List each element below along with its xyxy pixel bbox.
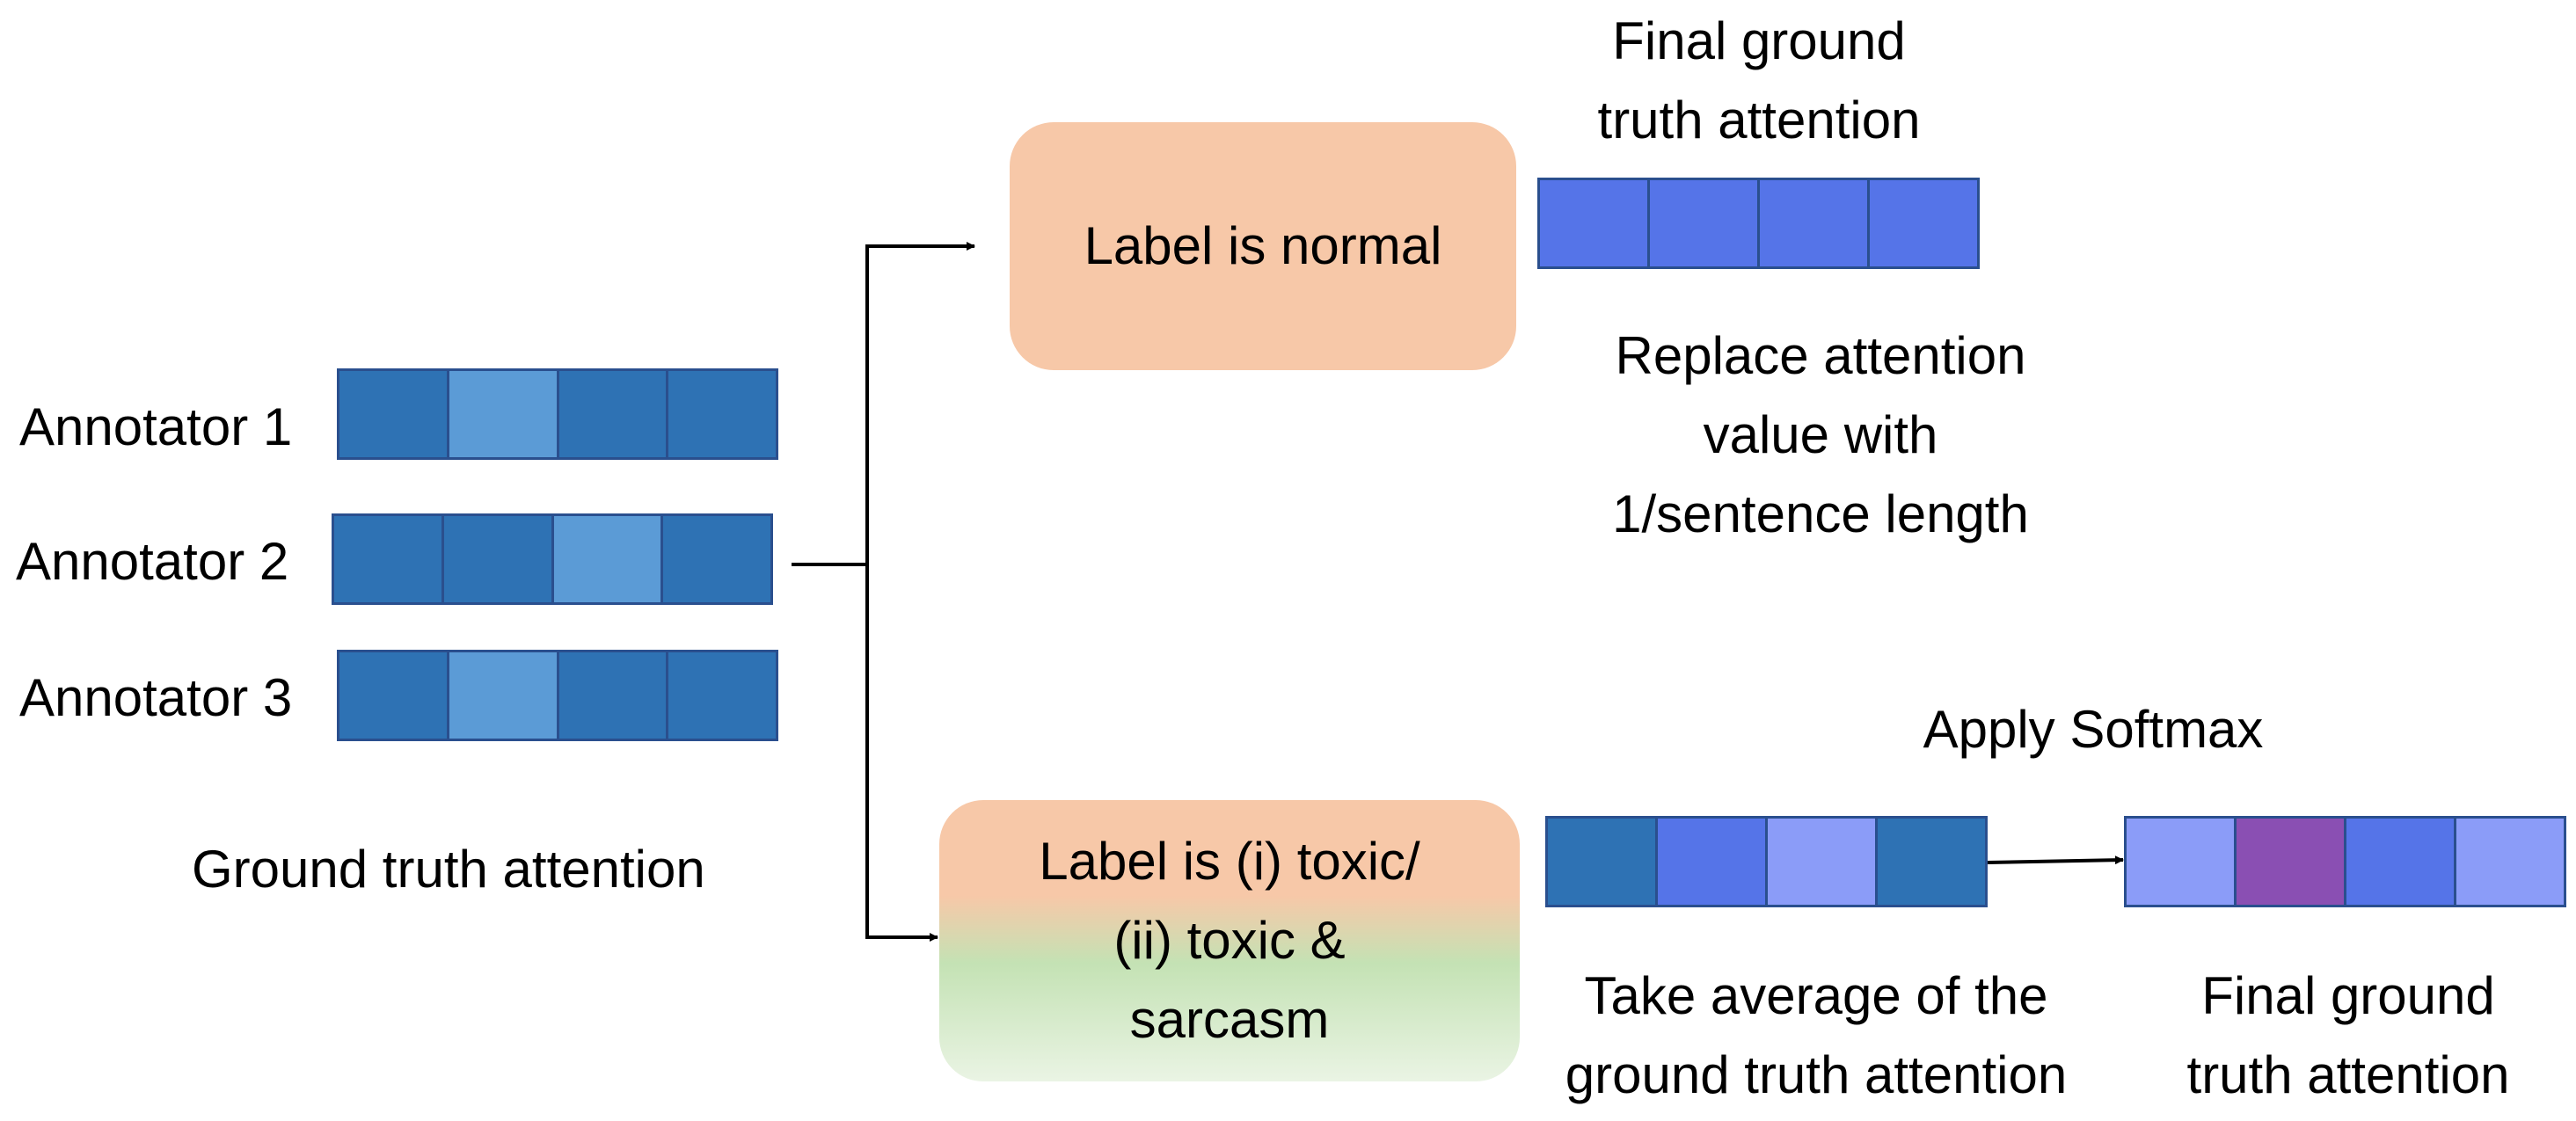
attention-cell xyxy=(663,516,770,602)
average-attention-vector xyxy=(1545,816,1988,907)
attention-cell xyxy=(558,371,669,457)
attention-cell xyxy=(443,516,554,602)
average-caption: Take average of the ground truth attenti… xyxy=(1495,957,2137,1115)
label-normal-box: Label is normal xyxy=(1010,122,1516,370)
note-line: Replace attention xyxy=(1615,326,2026,385)
attention-cell xyxy=(339,652,449,739)
attention-cell xyxy=(1768,819,1878,905)
attention-cell xyxy=(334,516,444,602)
caption-line: Final ground xyxy=(1612,11,1906,70)
note-line: value with xyxy=(1703,405,1938,464)
arrow-softmax xyxy=(1987,855,2124,865)
attention-cell xyxy=(2456,819,2564,905)
apply-softmax-label: Apply Softmax xyxy=(1923,700,2264,759)
attention-cell xyxy=(553,516,664,602)
annotator-3-attention-vector xyxy=(337,650,778,741)
label-toxic-box: Label is (i) toxic/ (ii) toxic & sarcasm xyxy=(939,800,1520,1081)
annotator-1-attention-vector xyxy=(337,368,778,460)
attention-cell xyxy=(1870,180,1977,266)
caption-line: ground truth attention xyxy=(1565,1045,2068,1104)
attention-cell xyxy=(449,652,559,739)
attention-cell xyxy=(1878,819,1985,905)
attention-cell xyxy=(1760,180,1870,266)
attention-cell xyxy=(1548,819,1658,905)
toxic-final-caption: Final ground truth attention xyxy=(2128,957,2568,1115)
label-normal-text: Label is normal xyxy=(1084,216,1442,275)
caption-line: truth attention xyxy=(2186,1045,2510,1104)
attention-cell xyxy=(1540,180,1650,266)
attention-cell xyxy=(558,652,669,739)
annotator-1-label: Annotator 1 xyxy=(19,397,293,456)
annotator-2-label: Annotator 2 xyxy=(16,532,289,591)
attention-cell xyxy=(2237,819,2346,905)
caption-line: Final ground xyxy=(2201,966,2495,1025)
note-line: 1/sentence length xyxy=(1612,484,2029,543)
toxic-box-line: Label is (i) toxic/ xyxy=(1039,832,1420,891)
attention-cell xyxy=(1650,180,1760,266)
attention-cell xyxy=(668,371,776,457)
softmax-final-attention-vector xyxy=(2124,816,2566,907)
attention-cell xyxy=(2346,819,2456,905)
replace-attention-note: Replace attention value with 1/sentence … xyxy=(1495,317,2146,554)
annotator-3-label: Annotator 3 xyxy=(19,668,293,727)
normal-final-caption: Final ground truth attention xyxy=(1434,2,2084,160)
caption-line: truth attention xyxy=(1597,91,1921,149)
attention-cell xyxy=(668,652,776,739)
normal-final-attention-vector xyxy=(1537,178,1980,269)
attention-cell xyxy=(1658,819,1768,905)
attention-cell xyxy=(449,371,559,457)
toxic-box-line: sarcasm xyxy=(1129,990,1330,1049)
attention-cell xyxy=(2127,819,2237,905)
ground-truth-attention-label: Ground truth attention xyxy=(192,840,705,899)
annotator-2-attention-vector xyxy=(332,513,773,605)
toxic-box-line: (ii) toxic & xyxy=(1113,911,1346,970)
attention-cell xyxy=(339,371,449,457)
caption-line: Take average of the xyxy=(1584,966,2048,1025)
